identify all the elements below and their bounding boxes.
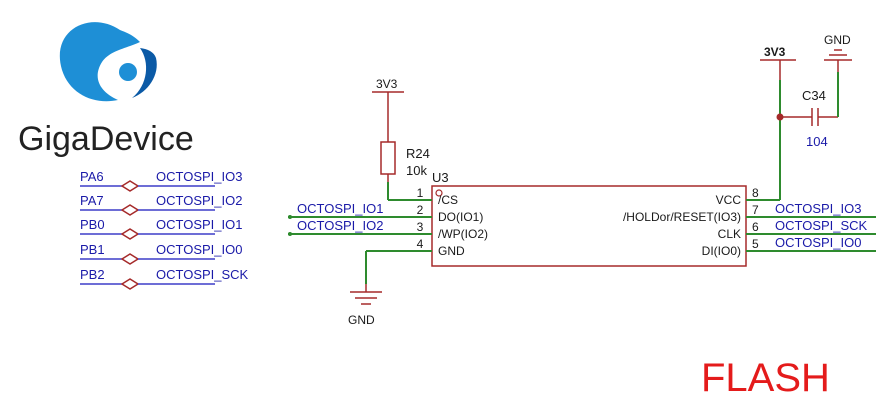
vcc-decoupling: 3V3 C34 104 GND [760, 33, 852, 200]
supply-label: 3V3 [764, 45, 786, 59]
ground-symbol-left: GND [348, 251, 382, 327]
sheet-title: FLASH [701, 356, 830, 400]
pin-name: /WP(IO2) [438, 227, 488, 241]
pin-number: 8 [752, 186, 759, 200]
pin-name: /HOLDor/RESET(IO3) [623, 210, 741, 224]
pullup-resistor: 3V3 R24 10k [372, 77, 430, 200]
ic-u3: U3 1 2 3 4 /CS DO(IO1) /WP(IO2) GND OCTO… [288, 170, 876, 267]
capacitor-ref: C34 [802, 88, 826, 103]
ic-ref: U3 [432, 170, 449, 185]
pin-name: DO(IO1) [438, 210, 483, 224]
port-diamond-icon [120, 180, 140, 192]
pin-name: CLK [718, 227, 741, 241]
net-row-pb1: PB1 OCTOSPI_IO0 [80, 242, 242, 265]
pin-name: GND [438, 244, 465, 258]
net-row-pb0: PB0 OCTOSPI_IO1 [80, 217, 242, 240]
net-label: OCTOSPI_IO3 [775, 201, 861, 216]
net-label: OCTOSPI_IO2 [297, 218, 383, 233]
logo-mark-inner [132, 48, 157, 98]
pin-label: PB0 [80, 217, 105, 232]
gnd-label: GND [348, 313, 375, 327]
pin-name: /CS [438, 193, 458, 207]
ic-body [431, 185, 747, 267]
pin-label: PB1 [80, 242, 105, 257]
pin-label: PB2 [80, 267, 105, 282]
pin-label: PA7 [80, 193, 104, 208]
net-label: OCTOSPI_IO0 [156, 242, 242, 257]
gigadevice-logo: GigaDevice [18, 22, 194, 158]
pin-name: DI(IO0) [702, 244, 741, 258]
net-label: OCTOSPI_SCK [156, 267, 249, 282]
left-net-list: PA6 OCTOSPI_IO3 PA7 OCTOSPI_IO2 PB0 OCTO… [80, 169, 249, 290]
net-label: OCTOSPI_SCK [775, 218, 868, 233]
pin-number: 2 [417, 203, 424, 217]
net-label: OCTOSPI_IO1 [156, 217, 242, 232]
pin-number: 6 [752, 220, 759, 234]
logo-mark-dot [119, 63, 137, 81]
pin-number: 7 [752, 203, 759, 217]
capacitor-value: 104 [806, 134, 828, 149]
pin1-marker-icon [435, 189, 443, 197]
pin-label: PA6 [80, 169, 104, 184]
net-row-pa7: PA7 OCTOSPI_IO2 [80, 193, 242, 216]
pin-number: 1 [417, 186, 424, 200]
pin-name: VCC [716, 193, 742, 207]
port-diamond-icon [120, 253, 140, 265]
resistor-icon [380, 141, 396, 175]
wire-end-dot [288, 215, 292, 219]
resistor-value: 10k [406, 163, 427, 178]
supply-label: 3V3 [376, 77, 398, 91]
pin-number: 3 [417, 220, 424, 234]
pin-number: 4 [417, 237, 424, 251]
port-diamond-icon [120, 204, 140, 216]
net-label: OCTOSPI_IO0 [775, 235, 861, 250]
port-diamond-icon [120, 228, 140, 240]
net-row-pb2: PB2 OCTOSPI_SCK [80, 267, 249, 290]
gnd-label: GND [824, 33, 851, 47]
net-label: OCTOSPI_IO3 [156, 169, 242, 184]
logo-mark-outer [59, 22, 141, 102]
resistor-ref: R24 [406, 146, 430, 161]
wire-end-dot [288, 232, 292, 236]
port-diamond-icon [120, 278, 140, 290]
net-label: OCTOSPI_IO2 [156, 193, 242, 208]
net-row-pa6: PA6 OCTOSPI_IO3 [80, 169, 242, 192]
logo-text: GigaDevice [18, 120, 194, 158]
net-label: OCTOSPI_IO1 [297, 201, 383, 216]
pin-number: 5 [752, 237, 759, 251]
